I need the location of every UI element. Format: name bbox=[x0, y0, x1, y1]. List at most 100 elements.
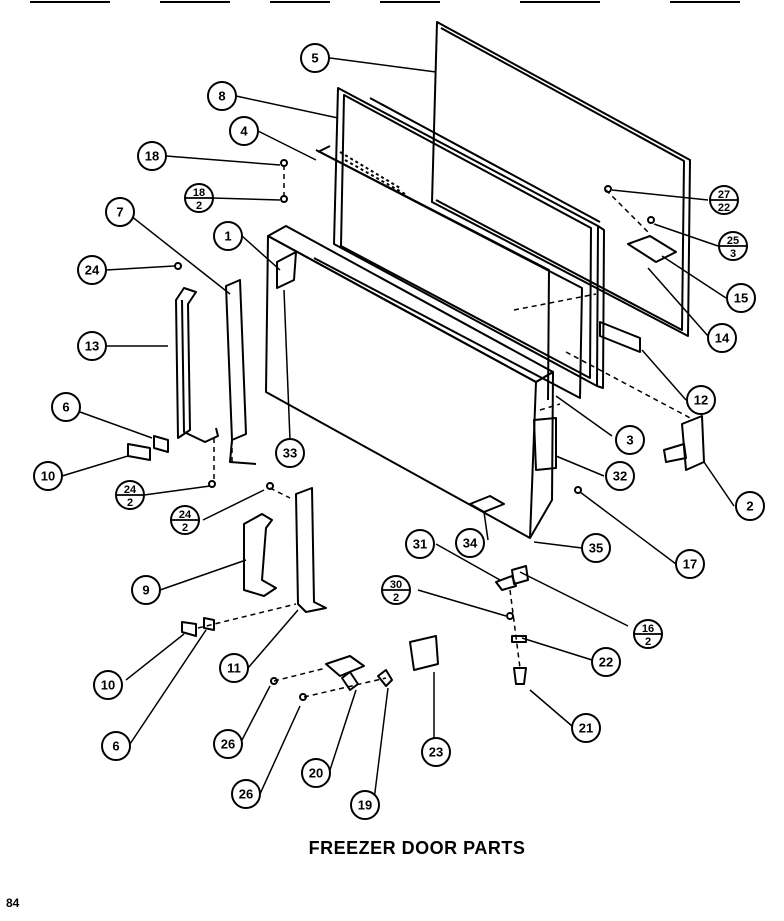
callout-number: 16 bbox=[642, 623, 654, 635]
callout-14: 14 bbox=[707, 323, 737, 353]
callout-circle bbox=[131, 575, 161, 605]
callout-number: 17 bbox=[683, 557, 697, 572]
block-32 bbox=[533, 417, 557, 471]
callout-10: 10 bbox=[33, 461, 63, 491]
callout-circle bbox=[300, 43, 330, 73]
handle-13 bbox=[175, 287, 197, 439]
callout-number: 18 bbox=[145, 149, 159, 164]
callout-11: 11 bbox=[219, 653, 249, 683]
callout-3: 3 bbox=[615, 425, 645, 455]
callout-number: 8 bbox=[218, 89, 225, 104]
callout-4: 4 bbox=[229, 116, 259, 146]
callout-quantity: 22 bbox=[718, 202, 730, 214]
callout-number: 19 bbox=[358, 798, 372, 813]
callout-number: 4 bbox=[240, 124, 248, 139]
callout-circle bbox=[51, 392, 81, 422]
callout-quantity: 2 bbox=[393, 592, 399, 604]
bracket-23 bbox=[409, 635, 439, 671]
callout-number: 26 bbox=[221, 737, 235, 752]
callout-24-over-2: 242 bbox=[170, 505, 200, 535]
callout-circle bbox=[101, 731, 131, 761]
callout-circle bbox=[421, 737, 451, 767]
callout-10: 10 bbox=[93, 670, 123, 700]
callout-number: 22 bbox=[599, 655, 613, 670]
pad-6-top bbox=[153, 435, 169, 453]
callout-number: 26 bbox=[239, 787, 253, 802]
callout-circle bbox=[77, 255, 107, 285]
callout-26: 26 bbox=[231, 779, 261, 809]
callout-33: 33 bbox=[275, 438, 305, 468]
callout-leader-lines bbox=[61, 57, 735, 801]
callout-circle bbox=[231, 779, 261, 809]
pad-10-top bbox=[127, 443, 151, 461]
part-34 bbox=[469, 495, 505, 513]
panel-5 bbox=[431, 21, 691, 337]
callout-circle bbox=[219, 653, 249, 683]
rail-12 bbox=[599, 321, 641, 353]
callout-circle bbox=[405, 529, 435, 559]
pad-6-bottom bbox=[203, 617, 215, 631]
callout-circle bbox=[137, 141, 167, 171]
callout-number: 34 bbox=[463, 536, 478, 551]
callout-circle bbox=[686, 385, 716, 415]
callout-number: 14 bbox=[715, 331, 730, 346]
callout-number: 20 bbox=[309, 766, 323, 781]
callout-18-over-2: 182 bbox=[184, 183, 214, 213]
callout-17: 17 bbox=[675, 549, 705, 579]
handle-9 bbox=[243, 513, 277, 597]
callout-number: 33 bbox=[283, 446, 297, 461]
callout-circle bbox=[615, 425, 645, 455]
callout-number: 2 bbox=[746, 499, 753, 514]
callout-circle bbox=[33, 461, 63, 491]
callout-21: 21 bbox=[571, 713, 601, 743]
callout-number: 24 bbox=[124, 484, 137, 496]
callout-9: 9 bbox=[131, 575, 161, 605]
callout-circle bbox=[213, 221, 243, 251]
callout-18: 18 bbox=[137, 141, 167, 171]
callout-19: 19 bbox=[350, 790, 380, 820]
callout-7: 7 bbox=[105, 197, 135, 227]
callout-number: 6 bbox=[62, 400, 69, 415]
liner-4 bbox=[313, 149, 583, 399]
callout-6: 6 bbox=[101, 731, 131, 761]
callout-circle bbox=[105, 197, 135, 227]
callout-number: 10 bbox=[41, 469, 55, 484]
hinge-plate-15 bbox=[627, 235, 677, 263]
callout-number: 6 bbox=[112, 739, 119, 754]
callout-circle bbox=[571, 713, 601, 743]
callout-number: 30 bbox=[390, 579, 402, 591]
callout-25-over-3: 253 bbox=[718, 231, 748, 261]
callout-circle bbox=[93, 670, 123, 700]
callout-2: 2 bbox=[735, 491, 765, 521]
diagram-caption: FREEZER DOOR PARTS bbox=[308, 838, 526, 858]
callout-quantity: 3 bbox=[730, 248, 736, 260]
callout-circle bbox=[275, 438, 305, 468]
callout-circle bbox=[229, 116, 259, 146]
callout-circle bbox=[605, 461, 635, 491]
callout-13: 13 bbox=[77, 331, 107, 361]
callout-number: 21 bbox=[579, 721, 593, 736]
callout-circle bbox=[591, 647, 621, 677]
callout-circle bbox=[581, 533, 611, 563]
callout-32: 32 bbox=[605, 461, 635, 491]
callout-number: 31 bbox=[413, 537, 427, 552]
callout-quantity: 2 bbox=[127, 497, 133, 509]
callout-number: 25 bbox=[727, 235, 739, 247]
callout-circle bbox=[675, 549, 705, 579]
callout-31: 31 bbox=[405, 529, 435, 559]
callout-number: 12 bbox=[694, 393, 708, 408]
callout-8: 8 bbox=[207, 81, 237, 111]
callout-23: 23 bbox=[421, 737, 451, 767]
callout-number: 5 bbox=[311, 51, 318, 66]
callout-circle bbox=[77, 331, 107, 361]
callout-circle bbox=[213, 729, 243, 759]
callout-number: 11 bbox=[227, 661, 241, 676]
callout-16-over-2: 162 bbox=[633, 619, 663, 649]
callout-circle bbox=[207, 81, 237, 111]
callout-number: 18 bbox=[193, 187, 205, 199]
callout-number: 32 bbox=[613, 469, 627, 484]
callout-number: 1 bbox=[224, 229, 231, 244]
bracket-11 bbox=[295, 487, 327, 613]
